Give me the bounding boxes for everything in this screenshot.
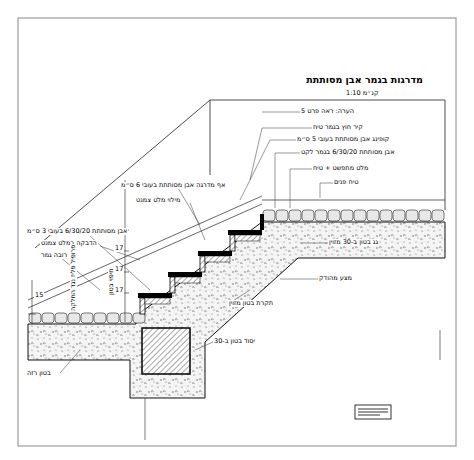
paver	[289, 210, 301, 221]
callout-note: פרופיל פליז נגד החלקה	[70, 244, 77, 312]
paver	[276, 210, 288, 221]
tread-stone	[228, 230, 262, 235]
dimension-text: 17	[114, 287, 124, 294]
dimension-text: 17	[114, 266, 124, 273]
drawing-title: מדרגות בגמר אבן מסותתת	[305, 74, 424, 85]
paver	[120, 313, 132, 323]
paver	[432, 210, 444, 221]
callout-note: גג בטון ב-30 מזוין	[328, 239, 379, 246]
callout-note: אף מדרגה אבן מסותתת בעובי 6 ס״מ	[120, 182, 226, 189]
paver	[81, 313, 93, 323]
paver	[341, 210, 353, 221]
paver	[367, 210, 379, 221]
paver	[55, 313, 67, 323]
callout-note: הערה: ראה פרט 5	[300, 108, 355, 115]
mortar-bed	[145, 298, 170, 304]
paver	[133, 313, 145, 323]
paver	[94, 313, 106, 323]
callout-note: רובה גמר	[40, 252, 68, 259]
mortar-bed	[205, 256, 230, 262]
tread-stone	[168, 272, 202, 277]
riser-stone	[200, 256, 205, 272]
paver	[42, 313, 54, 323]
callout-note: מילוי מלט צמנט	[135, 197, 181, 204]
paver	[263, 210, 275, 221]
callout-note: הדבקה במלט צמנט	[40, 240, 98, 247]
dimension-text: 15	[34, 292, 44, 299]
paver	[380, 210, 392, 221]
callout-note: קופינג אבן מסותתת בעובי 5 ס״מ	[296, 136, 390, 143]
tread-stone	[198, 251, 232, 256]
callout-note: תקרת בטון מזוין	[228, 300, 274, 307]
paver	[68, 313, 80, 323]
callout-note: קיר חוץ בגמר טיח	[312, 124, 364, 131]
riser-stone	[230, 235, 235, 251]
paver	[302, 210, 314, 221]
callout-note: אבן מסותתת 6/30/20 בגמר לקט	[300, 149, 395, 156]
callout-note: מצע מהודק	[318, 275, 353, 282]
riser-stone	[140, 298, 145, 314]
paver	[315, 210, 327, 221]
callout-note: יסוד בטון ב-30	[213, 338, 256, 345]
paver	[29, 313, 41, 323]
callout-note: אבן מסותתת 6/30/20 בעובי 3 ס״מ	[26, 228, 128, 235]
mortar-bed	[175, 277, 200, 283]
dimension-text: 17	[114, 245, 124, 252]
callout-note: טיח פנים	[333, 179, 359, 186]
tread-stone	[138, 293, 172, 298]
paver	[393, 210, 405, 221]
paver	[107, 313, 119, 323]
top-riser	[260, 214, 264, 230]
paver	[328, 210, 340, 221]
callout-note: קנ״מ 1:10	[345, 90, 380, 97]
mortar-bed	[235, 235, 260, 241]
callout-note: מלט מתפשט + טיח	[312, 165, 369, 172]
paver	[406, 210, 418, 221]
riser-stone	[170, 277, 175, 293]
paver	[354, 210, 366, 221]
callout-note: בטון רזה	[26, 370, 52, 377]
paver	[419, 210, 431, 221]
